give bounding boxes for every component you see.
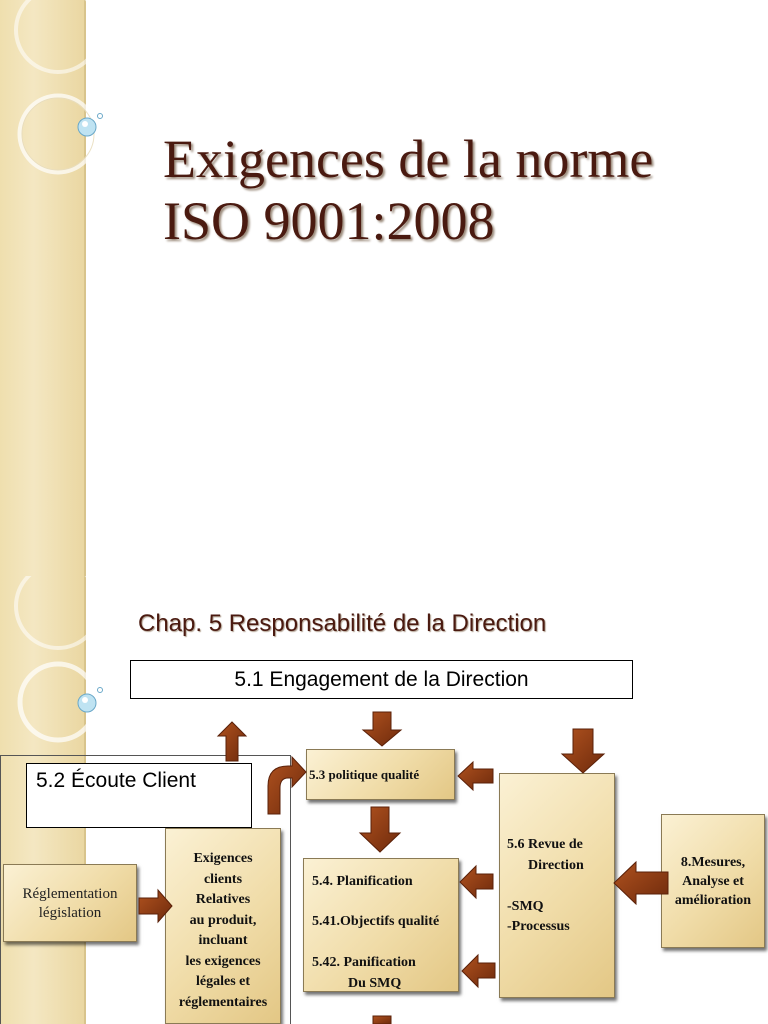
planification-box: 5.4. Planification 5.41.Objectifs qualit… <box>303 858 459 992</box>
arrow-left-revue <box>613 860 669 906</box>
politique-qualite-label: 5.3 politique qualité <box>309 767 420 782</box>
flow-arrows <box>138 711 669 1024</box>
politique-qualite-box: 5.3 politique qualité <box>306 749 455 800</box>
slide-title: Exigences de la norme ISO 9001:2008 <box>163 128 653 252</box>
decorative-circles <box>14 0 103 175</box>
exigences-line-2: clients <box>203 871 243 887</box>
revue-line-1: 5.6 Revue de <box>507 837 583 852</box>
mesures-box: 8.Mesures, Analyse et amélioration <box>661 814 765 948</box>
title-slide: Exigences de la norme ISO 9001:2008 <box>0 0 654 576</box>
revue-line-2: Direction <box>528 858 584 873</box>
revue-line-3: -SMQ <box>507 899 544 914</box>
exigences-line-1: Exigences <box>193 851 253 866</box>
reglementation-line-2: législation <box>38 905 102 921</box>
planification-item-2: 5.41.Objectifs qualité <box>312 914 440 929</box>
arrow-down-bottom <box>372 1015 392 1024</box>
arrow-left-planification-1 <box>459 864 494 900</box>
revue-direction-box: 5.6 Revue de Direction -SMQ -Processus <box>499 773 615 998</box>
exigences-line-5: incluant <box>198 933 248 948</box>
title-line-1: Exigences de la norme <box>163 129 654 189</box>
arrow-curve-politique <box>267 755 307 815</box>
planification-item-3a: 5.42. Panification <box>312 955 416 970</box>
title-line-2: ISO 9001:2008 <box>163 191 495 251</box>
arrow-up-ecoute <box>216 721 248 762</box>
reglementation-box: Réglementation législation <box>3 864 137 942</box>
exigences-line-6: les exigences <box>185 953 261 969</box>
decorative-circles <box>14 576 103 743</box>
exigences-line-3: Relatives <box>195 892 251 907</box>
arrow-left-politique <box>457 760 494 792</box>
exigences-line-8: réglementaires <box>178 994 268 1010</box>
exigences-box: Exigences clients Relatives au produit, … <box>165 828 281 1024</box>
exigences-line-4: au produit, <box>189 912 257 928</box>
mesures-line-1: 8.Mesures, <box>680 855 746 870</box>
ecoute-client-box: 5.2 Écoute Client <box>26 763 252 828</box>
ecoute-frame <box>0 755 291 1024</box>
chapter-title: Chap. 5 Responsabilité de la Direction <box>138 610 547 637</box>
ecoute-client-label: 5.2 Écoute Client <box>36 769 196 792</box>
arrow-right-exigences <box>138 888 173 924</box>
mesures-line-3: amélioration <box>674 893 752 908</box>
mesures-line-2: Analyse et <box>682 874 744 889</box>
planification-item-3b: Du SMQ <box>348 976 402 991</box>
exigences-line-7: légales et <box>195 974 251 989</box>
arrow-down-revue <box>560 728 606 774</box>
diagram-slide: Chap. 5 Responsabilité de la Direction 5… <box>0 576 768 1024</box>
reglementation-line-1: Réglementation <box>22 886 118 902</box>
arrow-down-planification <box>358 806 402 853</box>
engagement-box: 5.1 Engagement de la Direction <box>130 660 633 699</box>
engagement-label: 5.1 Engagement de la Direction <box>234 668 529 691</box>
arrow-left-planification-2 <box>461 953 496 989</box>
planification-item-1: 5.4. Planification <box>312 874 413 889</box>
arrow-down-politique <box>361 711 403 747</box>
revue-line-4: -Processus <box>507 919 570 934</box>
